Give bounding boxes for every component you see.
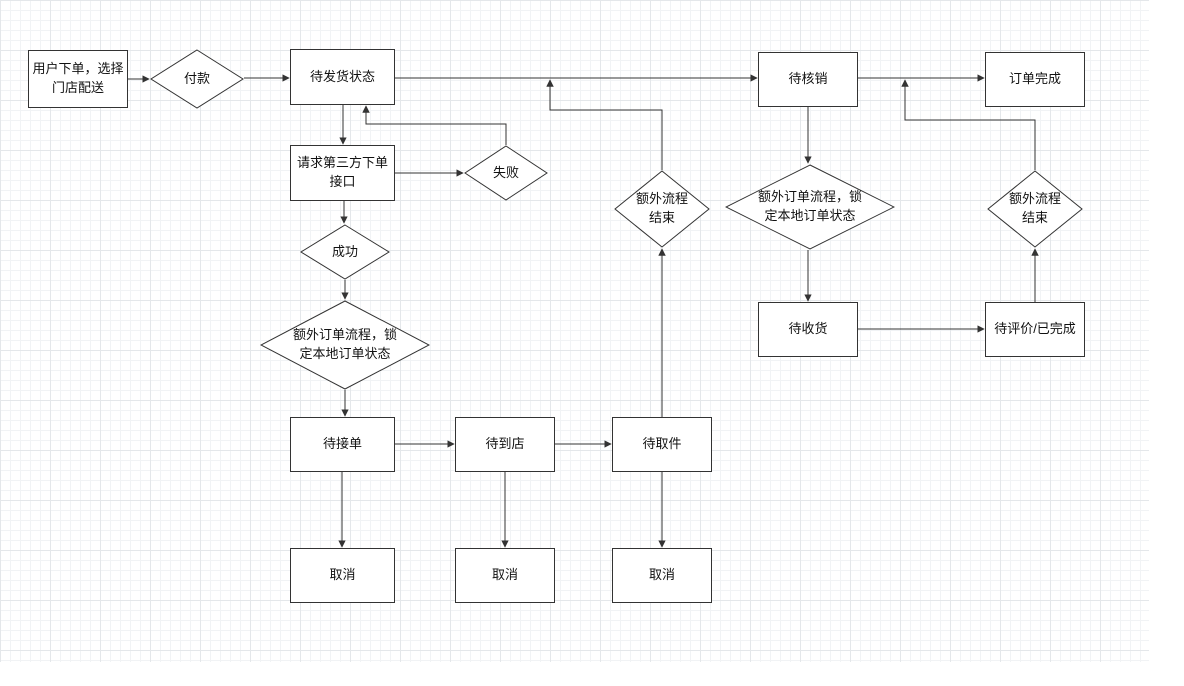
node-pay-label: 付款	[183, 70, 210, 86]
node-extra-end-mid[interactable]: 额外流程 结束	[614, 170, 710, 248]
diamond-shape	[725, 164, 895, 250]
node-start[interactable]: 用户下单，选择 门店配送	[28, 50, 128, 108]
node-pending-verify-label: 待核销	[788, 71, 828, 87]
node-pending-accept-label: 待接单	[322, 436, 362, 452]
node-extra-end-mid-label: 额外流程 结束	[635, 191, 688, 225]
node-start-label: 用户下单，选择 门店配送	[32, 61, 124, 95]
node-pending-pickup-label: 待取件	[642, 436, 682, 452]
node-extra-order-left[interactable]: 额外订单流程，锁 定本地订单状态	[260, 300, 430, 390]
node-pending-arrive-label: 待到店	[485, 436, 525, 452]
node-pending-pickup[interactable]: 待取件	[612, 417, 712, 472]
diamond-shape	[150, 49, 244, 109]
node-extra-end-right[interactable]: 额外流程 结束	[987, 170, 1083, 248]
node-pending-ship[interactable]: 待发货状态	[290, 49, 395, 105]
node-third-party[interactable]: 请求第三方下单 接口	[290, 145, 395, 201]
node-cancel-1-label: 取消	[329, 567, 356, 583]
node-extra-order-right[interactable]: 额外订单流程，锁 定本地订单状态	[725, 164, 895, 250]
node-review-done-label: 待评价/已完成	[994, 321, 1076, 337]
node-pending-receive[interactable]: 待收货	[758, 302, 858, 357]
node-cancel-3-label: 取消	[648, 567, 675, 583]
diamond-shape	[987, 170, 1083, 248]
node-extra-end-right-label: 额外流程 结束	[1008, 191, 1061, 225]
node-cancel-2[interactable]: 取消	[455, 548, 555, 603]
node-extra-order-right-label: 额外订单流程，锁 定本地订单状态	[757, 189, 862, 223]
node-pay[interactable]: 付款	[150, 49, 244, 109]
node-third-party-label: 请求第三方下单 接口	[296, 155, 388, 189]
node-pending-receive-label: 待收货	[788, 321, 828, 337]
node-review-done[interactable]: 待评价/已完成	[985, 302, 1085, 357]
node-order-complete-label: 订单完成	[1008, 71, 1061, 87]
diamond-shape	[614, 170, 710, 248]
node-pending-verify[interactable]: 待核销	[758, 52, 858, 107]
node-success[interactable]: 成功	[300, 224, 390, 280]
node-order-complete[interactable]: 订单完成	[985, 52, 1085, 107]
node-pending-ship-label: 待发货状态	[309, 68, 375, 84]
node-pending-arrive[interactable]: 待到店	[455, 417, 555, 472]
node-cancel-3[interactable]: 取消	[612, 548, 712, 603]
diamond-shape	[260, 300, 430, 390]
node-success-label: 成功	[331, 243, 358, 259]
node-fail[interactable]: 失败	[464, 145, 548, 201]
node-cancel-1[interactable]: 取消	[290, 548, 395, 603]
node-pending-accept[interactable]: 待接单	[290, 417, 395, 472]
node-extra-order-left-label: 额外订单流程，锁 定本地订单状态	[292, 327, 397, 361]
diamond-shape	[464, 145, 548, 201]
node-fail-label: 失败	[492, 164, 519, 180]
node-cancel-2-label: 取消	[491, 567, 518, 583]
diamond-shape	[300, 224, 390, 280]
